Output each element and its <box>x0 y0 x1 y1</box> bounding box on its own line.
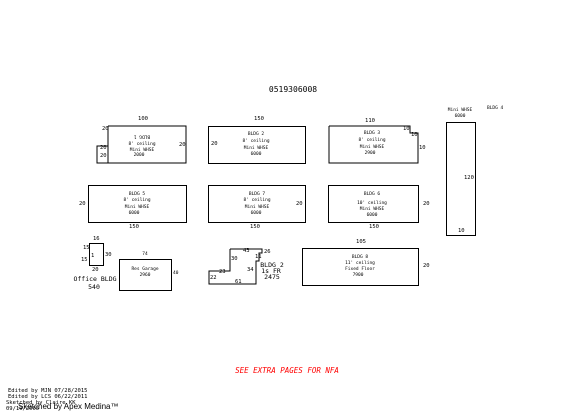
bldg1-dim-right: 20 <box>179 142 186 148</box>
bldg6-desc2: Mini WHSE <box>359 207 385 212</box>
bldg8-desc2: Fixed Floor <box>345 267 375 272</box>
bldg8-label: BLDG 8 <box>351 255 369 260</box>
bldg7-outline <box>208 185 306 223</box>
footer-edited-1: Edited by MJN 07/28/2015 <box>8 388 88 394</box>
office-label: Office BLDG <box>73 275 117 283</box>
bldg2b-label: BLDG 2 <box>260 261 284 269</box>
bldg8-desc1: 11' ceiling <box>345 261 375 266</box>
bldg3-dim-top: 110 <box>365 118 375 124</box>
bldg2b-dim-f: 34 <box>247 267 254 273</box>
bldg2b-dim-b: 26 <box>264 249 271 255</box>
bldg1-desc2: Mini WHSE <box>129 148 155 153</box>
bldg2b-dim-g: 22 <box>210 275 217 281</box>
bldg7-area: 6000 <box>250 211 262 216</box>
footer-brand: Sketched by Apex Medina™ <box>18 402 119 411</box>
office-outline <box>89 243 104 266</box>
bldg2-label: BLDG 2 <box>247 132 265 137</box>
bldg8-outline <box>302 248 419 286</box>
bldg5-dim-bottom: 150 <box>129 224 139 230</box>
bldg2b-area: 2475 <box>264 273 280 281</box>
bldg1-dim-notch-v: 20 <box>100 145 107 151</box>
bldg6-label: BLDG 6 <box>363 192 381 197</box>
bldg8-dim-top: 105 <box>356 239 366 245</box>
bldg2-desc2: Mini WHSE <box>243 146 269 151</box>
bldg6-dim-right: 20 <box>423 201 430 207</box>
office-area: 540 <box>88 283 100 291</box>
bldg5-desc2: Mini WHSE <box>124 205 150 210</box>
bldg2b-dim-e: 23 <box>219 269 226 275</box>
bldg3-dim-notch-h: 10 <box>411 132 418 138</box>
bldg4-dim-bottom: 10 <box>458 228 465 234</box>
garage-area: 2960 <box>139 273 151 278</box>
bldg5-desc1: 8' ceiling <box>123 198 151 203</box>
office-dim-left2: 15 <box>81 257 88 263</box>
bldg4-dim-right: 120 <box>464 175 474 181</box>
garage-outline <box>119 259 172 291</box>
office-dim-bottom: 20 <box>92 267 99 273</box>
bldg4-tag: BLDG 4 <box>487 106 504 111</box>
bldg5-label: BLDG 5 <box>128 192 146 197</box>
bldg2b-floor: 1s FR <box>261 267 281 275</box>
bldg3-dim-notch-v: 10 <box>403 126 410 132</box>
bldg5-outline <box>88 185 187 223</box>
bldg1-area: 2000 <box>133 153 145 158</box>
bldg8-area: 7900 <box>352 273 364 278</box>
bldg4-outline <box>446 122 476 236</box>
bldg5-area: 6000 <box>128 211 140 216</box>
bldg3-label: BLDG 3 <box>363 131 381 136</box>
bldg6-desc1: 10' ceiling <box>357 201 387 206</box>
bldg7-dim-bottom: 150 <box>250 224 260 230</box>
office-dim-top: 16 <box>93 236 100 242</box>
bldg6-outline <box>328 185 419 223</box>
footer-edited-2: Edited by LCS 06/22/2011 <box>8 394 88 400</box>
bldg6-area: 6000 <box>366 213 378 218</box>
bldg6-dim-bottom: 150 <box>369 224 379 230</box>
bldg2b-dim-h: 61 <box>235 279 242 285</box>
bldg1-dim-top: 100 <box>138 116 148 122</box>
bldg3-desc2: Mini WHSE <box>359 145 385 150</box>
parcel-id: 0519306008 <box>268 85 318 94</box>
bldg4-label: Mini WHSE <box>447 108 473 113</box>
garage-label: Res Garage <box>131 267 159 272</box>
bldg2-outline <box>208 126 306 164</box>
bldg2b-dim-c: 30 <box>231 256 238 262</box>
bldg1-desc1: 8' ceiling <box>128 142 156 147</box>
bldg7-desc2: Mini WHSE <box>244 205 270 210</box>
bldg1-dim-left: 20 <box>102 126 109 132</box>
bldg1-dim-notch-h: 20 <box>100 153 107 159</box>
bldg2b-dim-a: 43 <box>243 248 250 254</box>
garage-dim-top: 74 <box>142 252 148 257</box>
footer-date: 09/19/2005 <box>6 406 40 412</box>
bldg3-area: 2900 <box>364 151 376 156</box>
bldg8-dim-right: 20 <box>423 263 430 269</box>
office-dim-inner: 1 <box>91 253 95 259</box>
bldg7-dim-right: 20 <box>296 201 303 207</box>
office-dim-right: 30 <box>105 252 112 258</box>
bldg2b-dim-d: 11 <box>255 254 262 260</box>
bldg7-desc1: 8' ceiling <box>243 198 271 203</box>
bldg7-label: BLDG 7 <box>248 192 266 197</box>
bldg2-area: 6000 <box>250 152 262 157</box>
bldg4-area: 6000 <box>454 114 466 119</box>
garage-dim-right: 40 <box>173 271 179 276</box>
bldg3-dim-right: 10 <box>419 145 426 151</box>
bldg2-dim-top: 150 <box>254 116 264 122</box>
bldg5-dim-left: 20 <box>79 201 86 207</box>
bldg2-dim-left: 20 <box>211 141 218 147</box>
bldg2-desc1: 8' ceiling <box>242 139 270 144</box>
bldg3-desc1: 8' ceiling <box>358 138 386 143</box>
nfa-notice: SEE EXTRA PAGES FOR NFA <box>235 366 339 375</box>
office-dim-left1: 15 <box>83 245 90 251</box>
footer-sketched: Sketched by Claire KK <box>6 400 76 406</box>
